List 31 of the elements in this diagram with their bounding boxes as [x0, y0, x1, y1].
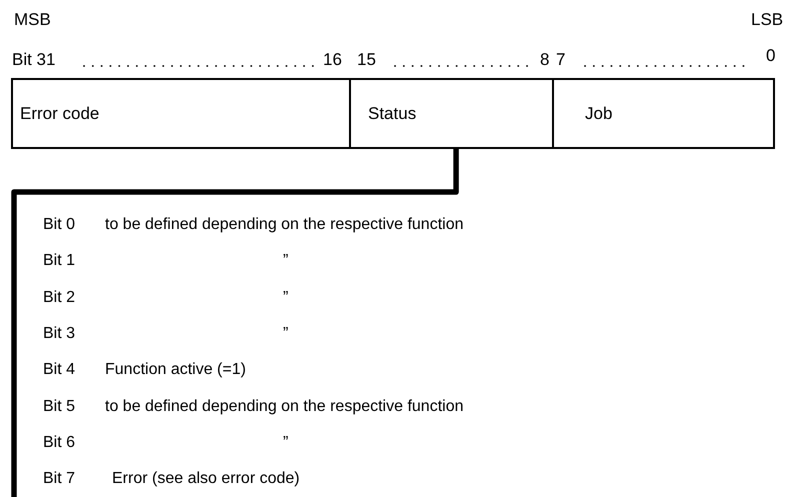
- register-field: [350, 78, 554, 149]
- bit-description: ”: [283, 324, 288, 344]
- bit-description: ”: [283, 288, 288, 308]
- bit-description: Function active (=1): [105, 360, 246, 380]
- bit-number: 0: [766, 46, 776, 66]
- field-label: Job: [585, 104, 612, 124]
- bit-number: Bit 31: [12, 50, 56, 70]
- bit-number: 8: [540, 50, 550, 70]
- bit-description: to be defined depending on the respective function: [105, 396, 464, 416]
- register-field: [553, 78, 775, 149]
- bit-label: Bit 3: [43, 324, 76, 344]
- field-label: Error code: [20, 104, 100, 124]
- bit-order-label: LSB: [751, 10, 784, 30]
- bit-description: Error (see also error code): [112, 469, 300, 490]
- bit-label: Bit 1: [43, 251, 76, 272]
- connector-line: [11, 149, 459, 497]
- register-field: [11, 78, 351, 149]
- bit-label: Bit 2: [43, 288, 76, 308]
- bit-label: Bit 7: [43, 469, 76, 490]
- bit-number: 15: [357, 50, 376, 70]
- bit-label: Bit 4: [43, 360, 76, 380]
- bit-number: 7: [556, 50, 566, 70]
- bit-description: ”: [283, 432, 288, 453]
- bit-description: ”: [283, 251, 288, 272]
- bit-label: Bit 5: [43, 396, 76, 416]
- bit-label: Bit 0: [43, 215, 76, 235]
- bit-label: Bit 6: [43, 432, 76, 453]
- bit-order-label: MSB: [14, 10, 51, 30]
- field-label: Status: [368, 104, 416, 124]
- bit-description: to be defined depending on the respective function: [105, 215, 464, 235]
- bit-number: 16: [323, 50, 342, 70]
